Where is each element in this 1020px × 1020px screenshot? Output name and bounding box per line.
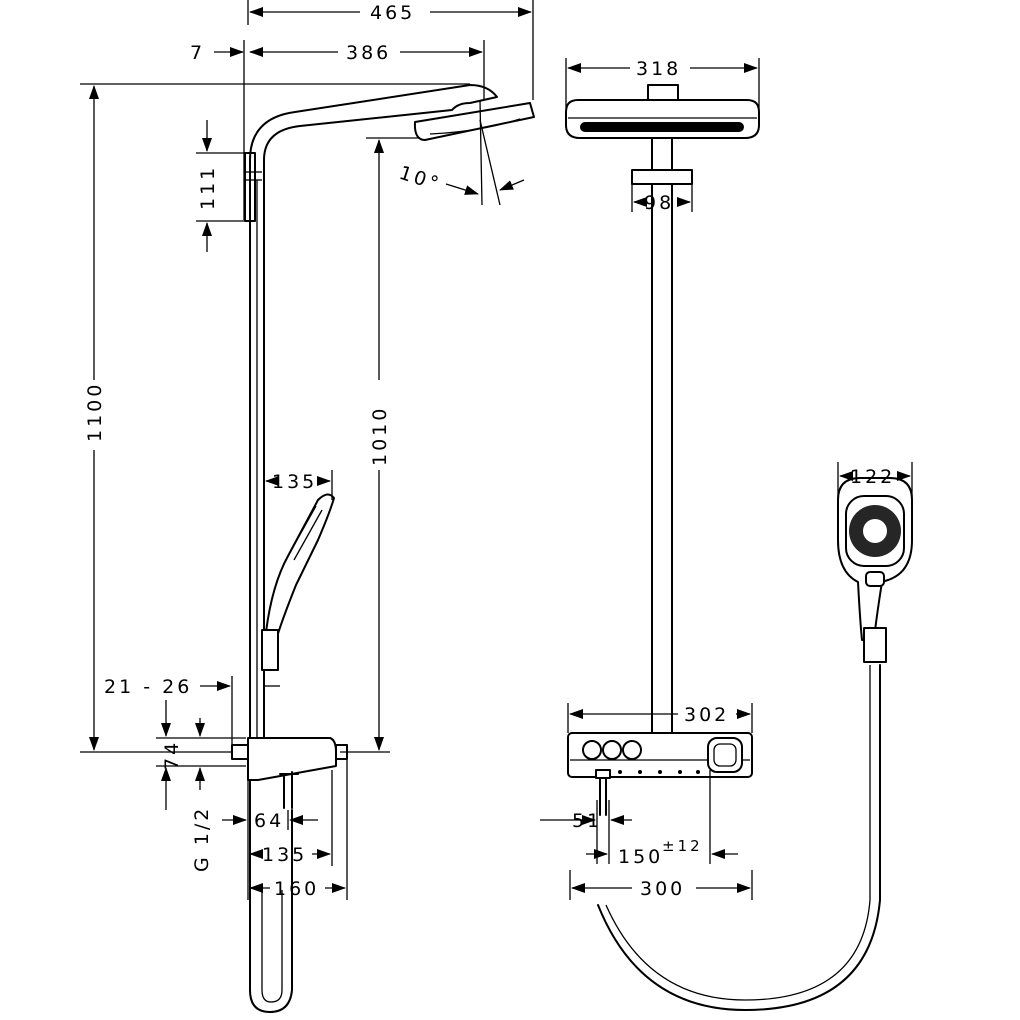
spray-nozzles [849, 505, 901, 557]
hand-shower-holder-front [863, 627, 887, 663]
button-2 [602, 740, 622, 760]
head-shower-front [565, 99, 760, 139]
dim-handshower-clearance: 135 [272, 471, 317, 493]
dim-overall-width: 465 [370, 2, 415, 24]
head-connector [647, 84, 679, 101]
dim-thermo-width: 302 [684, 704, 729, 726]
dim-pipe-width: 98 [644, 192, 674, 214]
dim-inlet-pos: 64 [254, 810, 284, 832]
dim-thermo-width-2: 300 [640, 878, 685, 900]
dim-wall-gap: 21 - 26 [104, 676, 192, 698]
dim-thermo-depth-2: 160 [274, 878, 319, 900]
dim-inlet-spacing: 150 [618, 846, 663, 868]
hand-shower-side [265, 493, 335, 641]
dim-head-angle: 10° [396, 162, 443, 196]
spray-face [845, 495, 905, 567]
front-view [565, 84, 913, 1011]
shower-arm [249, 84, 498, 161]
dim-thread: G 1/2 [191, 806, 213, 872]
hose-side-outer [249, 779, 293, 1013]
dim-head-width: 318 [636, 58, 681, 80]
dimension-lines: 465 7 386 1100 111 10° 1010 135 [80, 0, 913, 900]
head-nozzles [580, 122, 744, 132]
wall-connector [231, 744, 249, 760]
hose-front [597, 664, 881, 1011]
dim-head-height: 1010 [369, 406, 391, 466]
dim-thermo-offset: 74 [161, 740, 183, 770]
hand-shower-holder [261, 629, 279, 671]
dim-handshower-width: 122 [850, 466, 895, 488]
dim-inlet-offset: 51 [572, 810, 602, 832]
dim-bracket-height: 111 [197, 165, 219, 210]
dim-wall-offset: 7 [190, 42, 205, 64]
dim-inlet-spacing-tol: ±12 [662, 837, 703, 855]
pipe-sleeve [631, 169, 693, 185]
dim-total-height: 1100 [84, 382, 106, 442]
thermostat-knob [707, 737, 743, 773]
dim-arm-projection: 386 [346, 42, 391, 64]
side-view [231, 40, 535, 1013]
button-1 [582, 740, 602, 760]
button-3 [622, 740, 642, 760]
dim-thermo-depth-1: 135 [262, 844, 307, 866]
